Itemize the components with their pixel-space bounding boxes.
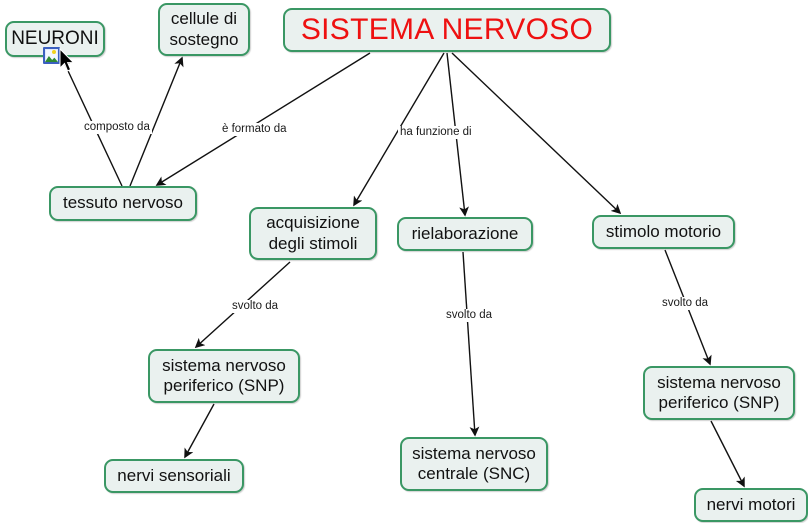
node-label: sistema nervoso periferico (SNP): [162, 355, 286, 395]
node-label: sistema nervoso periferico (SNP): [657, 372, 781, 412]
edge-rielaborazione-to-snc: [462, 251, 480, 437]
edge-snp_right-to-nervi_mot: [710, 420, 745, 488]
node-label: sistema nervoso centrale (SNC): [412, 443, 536, 483]
node-snp_right[interactable]: sistema nervoso periferico (SNP): [643, 366, 795, 420]
node-snc[interactable]: sistema nervoso centrale (SNC): [400, 437, 548, 491]
node-stimolo[interactable]: stimolo motorio: [592, 215, 735, 249]
node-label: SISTEMA NERVOSO: [300, 13, 594, 47]
node-tessuto[interactable]: tessuto nervoso: [49, 186, 197, 221]
node-acquisizione[interactable]: acquisizione degli stimoli: [249, 207, 377, 260]
node-label: stimolo motorio: [605, 221, 722, 241]
edge-sistema-to-tessuto: [155, 52, 371, 186]
node-label: nervi sensoriali: [117, 465, 231, 485]
edge-label-e9: svolto da: [660, 297, 711, 310]
node-label: cellule di sostegno: [169, 9, 239, 49]
node-label: nervi motori: [706, 494, 796, 514]
edge-label-e4: ha funzione di: [398, 126, 474, 139]
node-nervi_mot[interactable]: nervi motori: [694, 488, 808, 522]
node-label: rielaborazione: [411, 223, 519, 243]
edge-snp_left-to-nervi_sens: [184, 403, 215, 459]
image-icon[interactable]: [43, 47, 60, 64]
node-label: NEURONI: [11, 27, 99, 49]
mouse-cursor-icon: [59, 48, 75, 72]
node-cellule[interactable]: cellule di sostegno: [158, 3, 250, 56]
node-snp_left[interactable]: sistema nervoso periferico (SNP): [148, 349, 300, 403]
node-label: tessuto nervoso: [62, 193, 183, 213]
edge-sistema-to-stimolo: [451, 52, 622, 215]
edge-label-e8: svolto da: [444, 309, 495, 322]
edge-label-e7: svolto da: [230, 300, 281, 313]
node-label: acquisizione degli stimoli: [266, 213, 360, 253]
edge-label-e1: composto da: [82, 121, 152, 134]
node-sistema[interactable]: SISTEMA NERVOSO: [283, 8, 611, 52]
node-nervi_sens[interactable]: nervi sensoriali: [104, 459, 244, 493]
edge-label-e3: è formato da: [220, 123, 289, 136]
node-rielaborazione[interactable]: rielaborazione: [397, 217, 533, 251]
